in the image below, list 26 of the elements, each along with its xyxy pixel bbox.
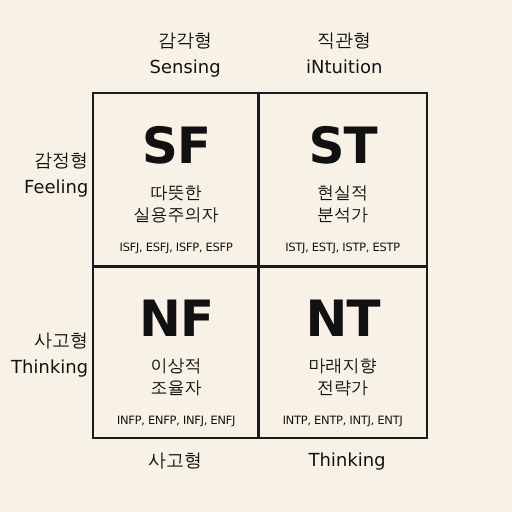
type-description: 따뜻한 실용주의자 <box>132 182 220 226</box>
type-code: NT <box>306 290 380 348</box>
axis-label: 감정형 <box>34 150 88 172</box>
type-description: 이상적 조율자 <box>150 355 202 399</box>
axis-label: Thinking <box>11 357 88 379</box>
type-list: ISFJ, ESFJ, ISFP, ESFP <box>120 240 232 254</box>
type-description: 현실적 분석가 <box>316 182 369 226</box>
quadrant-box <box>257 92 428 268</box>
type-code: ST <box>308 117 377 175</box>
axis-label: 사고형 <box>148 450 202 472</box>
type-list: INFP, ENFP, INFJ, ENFJ <box>116 413 236 427</box>
axis-label: 사고형 <box>34 330 88 352</box>
axis-label: 직관형 <box>317 30 371 52</box>
axis-label: iNtuition <box>306 57 382 79</box>
axis-label: 감각형 <box>158 30 212 52</box>
quadrant-box <box>257 265 428 439</box>
type-list: INTP, ENTP, INTJ, ENTJ <box>282 413 402 427</box>
type-list: ISTJ, ESTJ, ISTP, ESTP <box>285 240 400 254</box>
type-code: NF <box>138 290 213 348</box>
axis-label: Sensing <box>150 57 221 79</box>
type-code: SF <box>142 117 210 175</box>
type-description: 마래지향 전략가 <box>308 355 378 399</box>
quadrant-box <box>92 265 260 439</box>
quadrant-box <box>92 92 260 268</box>
axis-label: Feeling <box>24 177 88 199</box>
axis-label: Thinking <box>308 450 386 472</box>
